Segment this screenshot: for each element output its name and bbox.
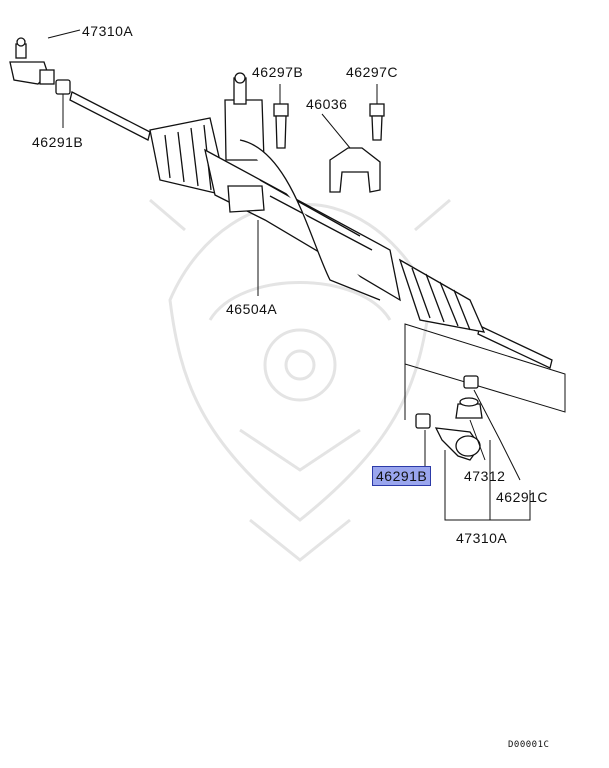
bracket-46036 [329, 147, 381, 193]
label-46291b-highlighted[interactable]: 46291B [372, 466, 432, 486]
boot-47312 [455, 397, 483, 419]
bolt-46297b [273, 103, 289, 149]
label-47312: 47312 [464, 468, 506, 484]
leader-lines [47, 29, 531, 521]
steering-boot-right [398, 258, 486, 333]
label-47310a-bottom: 47310A [456, 530, 508, 546]
label-46504a: 46504A [226, 301, 278, 317]
label-46291c: 46291C [496, 489, 549, 505]
gear-housing [204, 72, 401, 302]
label-47310a-top: 47310A [82, 23, 134, 39]
tie-rod-end-right [434, 427, 481, 461]
label-46036: 46036 [306, 96, 348, 112]
label-46297b: 46297B [252, 64, 304, 80]
rack-bar [69, 91, 553, 369]
label-46297c: 46297C [346, 64, 399, 80]
lock-nut-left [55, 79, 71, 95]
tie-rod-end-left [9, 37, 55, 85]
dashed-bracket-lines [404, 323, 566, 420]
bolt-46297c [369, 103, 385, 141]
label-46291b-left: 46291B [32, 134, 84, 150]
nut-46291c [463, 375, 479, 389]
lock-nut-right [415, 413, 431, 429]
diagram-code: D00001C [508, 740, 550, 750]
